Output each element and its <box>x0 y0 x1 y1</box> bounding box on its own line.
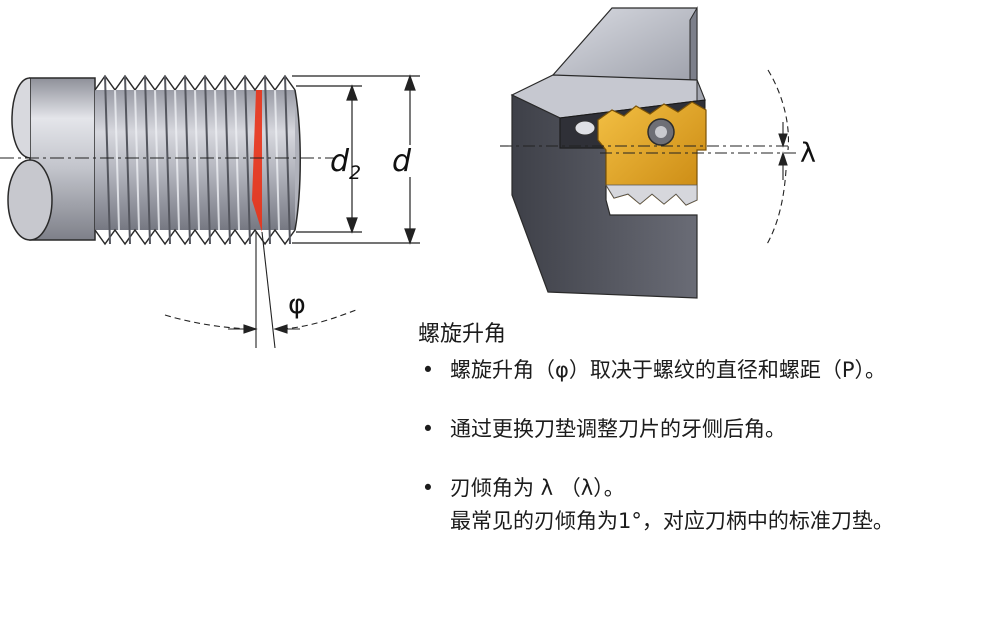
inclination-angle-construction <box>500 69 800 247</box>
bullet-subtext: 最常见的刃倾角为1°，对应刀柄中的标准刀垫。 <box>450 509 894 533</box>
helix-angle-construction <box>164 231 357 349</box>
bullet-text: 通过更换刀垫调整刀片的牙侧后角。 <box>450 417 786 441</box>
bullet-text: 螺旋升角（φ）取决于螺纹的直径和螺距（P）。 <box>450 358 887 382</box>
pitch-diameter-label: d2 <box>330 144 361 184</box>
dimension-lines <box>292 74 420 245</box>
clamp-screw <box>574 120 596 136</box>
section-heading: 螺旋升角 <box>418 322 507 347</box>
thread-end <box>294 89 301 231</box>
bullet-item: • 刃倾角为 λ （λ）。 最常见的刃倾角为1°，对应刀柄中的标准刀垫。 <box>418 472 993 538</box>
helix-angle-highlight <box>252 90 262 232</box>
bullet-text: 刃倾角为 λ （λ）。 <box>450 476 625 500</box>
bullet-item: • 通过更换刀垫调整刀片的牙侧后角。 <box>418 413 993 446</box>
thread-bottom-profile <box>94 228 296 246</box>
inclination-angle-label: λ <box>800 138 816 169</box>
thread-highlights <box>114 89 280 231</box>
description-block: 螺旋升角 • 螺旋升角（φ）取决于螺纹的直径和螺距（P）。 • 通过更换刀垫调整… <box>418 318 993 564</box>
thread-ridges <box>104 75 291 245</box>
threaded-rod <box>0 74 335 246</box>
bullet-item: • 螺旋升角（φ）取决于螺纹的直径和螺距（P）。 <box>418 354 993 387</box>
holder-shank-top <box>551 7 698 83</box>
major-diameter-label-text: d <box>392 144 412 179</box>
bullet-glyph: • <box>421 476 435 500</box>
bullet-glyph: • <box>421 417 435 441</box>
bullet-list: • 螺旋升角（φ）取决于螺纹的直径和螺距（P）。 • 通过更换刀垫调整刀片的牙侧… <box>418 354 993 538</box>
bullet-glyph: • <box>421 358 435 382</box>
helix-angle-label: φ <box>288 289 306 320</box>
rod-end-face <box>7 159 53 241</box>
rod-end-upper <box>11 77 31 159</box>
